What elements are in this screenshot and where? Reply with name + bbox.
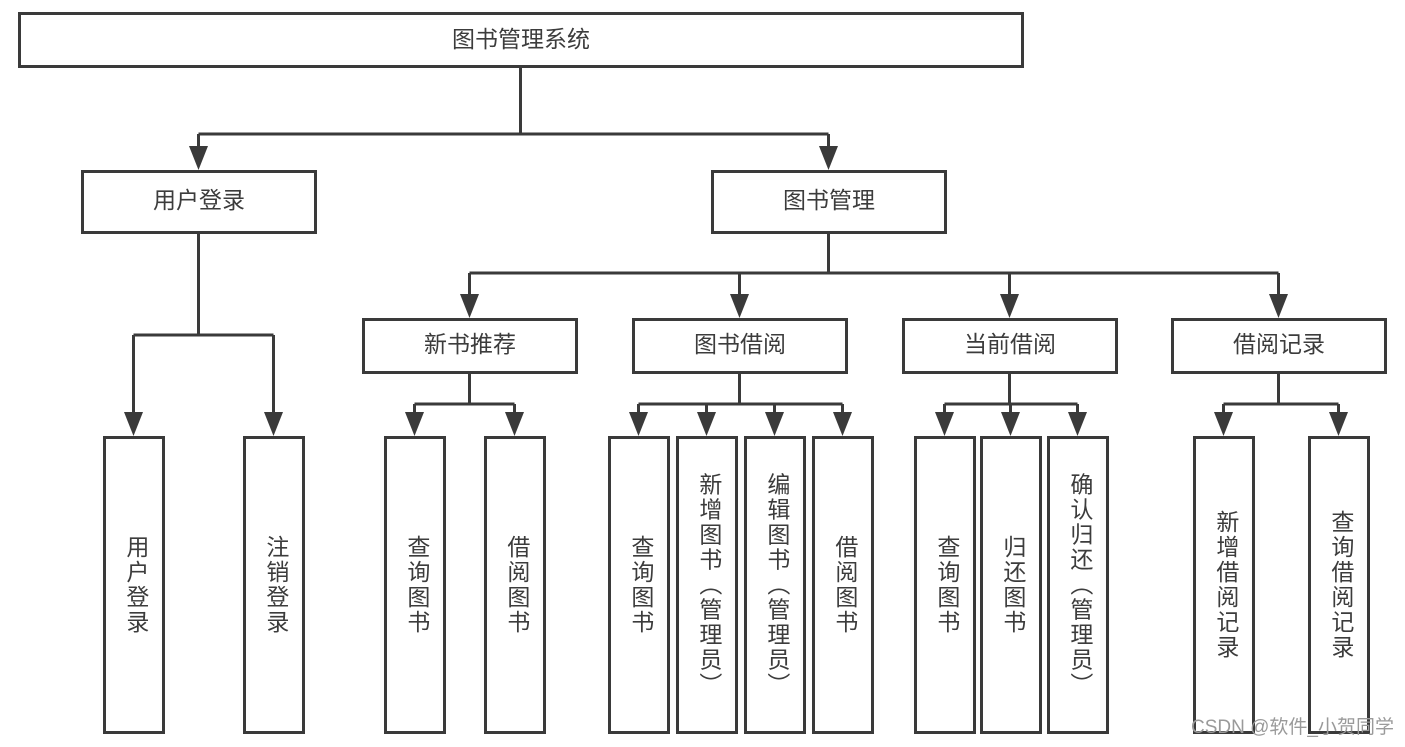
- node-leaf-add-record[interactable]: 新增借阅记录: [1193, 436, 1255, 734]
- arrow-head-book-borrow: [730, 294, 749, 318]
- node-leaf-query-book-3-box[interactable]: [914, 436, 976, 734]
- node-book-borrow[interactable]: 图书借阅: [632, 318, 848, 374]
- node-book-borrow-label: 图书借阅: [694, 331, 786, 357]
- node-book-borrow-box[interactable]: [632, 318, 848, 374]
- node-leaf-edit-book[interactable]: 编辑图书（管理员）: [744, 436, 806, 734]
- node-leaf-user-login-box[interactable]: [103, 436, 165, 734]
- node-leaf-query-book-3[interactable]: 查询图书: [914, 436, 976, 734]
- node-leaf-query-book-3-label: 查询图书: [934, 535, 961, 635]
- node-leaf-query-book-1-label: 查询图书: [404, 535, 431, 635]
- node-leaf-logout-login-box[interactable]: [243, 436, 305, 734]
- node-current-borrow-label: 当前借阅: [964, 331, 1056, 357]
- node-borrow-record-box[interactable]: [1171, 318, 1387, 374]
- arrow-head-current-borrow: [1000, 294, 1019, 318]
- node-leaf-return-book-label: 归还图书: [1000, 535, 1027, 635]
- arrow-head-leaf-confirm-return: [1068, 412, 1087, 436]
- node-leaf-logout-login[interactable]: 注销登录: [243, 436, 305, 734]
- node-user-login-box[interactable]: [81, 170, 317, 234]
- connectors-layer: [124, 67, 1348, 436]
- node-borrow-record-label: 借阅记录: [1233, 331, 1325, 357]
- arrow-head-leaf-query-book-3: [935, 412, 954, 436]
- node-user-login[interactable]: 用户登录: [81, 170, 317, 234]
- node-book-management-box[interactable]: [711, 170, 947, 234]
- node-leaf-add-record-box[interactable]: [1193, 436, 1255, 734]
- node-root[interactable]: 图书管理系统: [18, 12, 1024, 68]
- node-current-borrow[interactable]: 当前借阅: [902, 318, 1118, 374]
- node-leaf-add-record-label: 新增借阅记录: [1213, 510, 1240, 660]
- arrow-head-leaf-return-book: [1001, 412, 1020, 436]
- arrow-head-leaf-borrow-book-1: [505, 412, 524, 436]
- node-leaf-add-book-label: 新增图书（管理员）: [696, 473, 723, 698]
- arrow-head-borrow-record: [1269, 294, 1288, 318]
- node-leaf-confirm-return-box[interactable]: [1047, 436, 1109, 734]
- arrow-head-leaf-user-login: [124, 412, 143, 436]
- arrow-head-leaf-logout-login: [264, 412, 283, 436]
- arrow-head-leaf-edit-book: [765, 412, 784, 436]
- node-leaf-borrow-book-1-box[interactable]: [484, 436, 546, 734]
- node-leaf-return-book[interactable]: 归还图书: [980, 436, 1042, 734]
- node-leaf-confirm-return-label: 确认归还（管理员）: [1067, 473, 1094, 698]
- node-leaf-user-login[interactable]: 用户登录: [103, 436, 165, 734]
- arrow-head-book-management: [819, 146, 838, 170]
- arrow-head-leaf-query-book-2: [629, 412, 648, 436]
- node-leaf-logout-login-label: 注销登录: [263, 535, 290, 635]
- arrow-head-leaf-query-book-1: [405, 412, 424, 436]
- node-leaf-query-record[interactable]: 查询借阅记录: [1308, 436, 1370, 734]
- node-leaf-borrow-book-1-label: 借阅图书: [504, 535, 531, 635]
- node-book-management[interactable]: 图书管理: [711, 170, 947, 234]
- node-leaf-borrow-book-2[interactable]: 借阅图书: [812, 436, 874, 734]
- watermark-text: CSDN @软件_小贺同学: [1191, 716, 1394, 738]
- node-current-borrow-box[interactable]: [902, 318, 1118, 374]
- node-root-label: 图书管理系统: [452, 26, 590, 52]
- node-new-book-recommend[interactable]: 新书推荐: [362, 318, 578, 374]
- node-root-box[interactable]: [18, 12, 1024, 68]
- node-leaf-query-book-2-box[interactable]: [608, 436, 670, 734]
- node-leaf-query-book-2-label: 查询图书: [628, 535, 655, 635]
- node-leaf-query-book-1[interactable]: 查询图书: [384, 436, 446, 734]
- node-leaf-query-record-label: 查询借阅记录: [1328, 510, 1355, 660]
- node-leaf-query-book-2[interactable]: 查询图书: [608, 436, 670, 734]
- node-user-login-label: 用户登录: [153, 187, 245, 213]
- node-new-book-recommend-box[interactable]: [362, 318, 578, 374]
- node-leaf-edit-book-label: 编辑图书（管理员）: [764, 473, 791, 698]
- node-leaf-borrow-book-2-label: 借阅图书: [832, 535, 859, 635]
- arrow-head-leaf-add-book: [697, 412, 716, 436]
- node-new-book-recommend-label: 新书推荐: [424, 331, 516, 357]
- node-leaf-add-book[interactable]: 新增图书（管理员）: [676, 436, 738, 734]
- node-leaf-borrow-book-1[interactable]: 借阅图书: [484, 436, 546, 734]
- arrow-head-user-login: [189, 146, 208, 170]
- arrow-head-leaf-add-record: [1214, 412, 1233, 436]
- node-leaf-edit-book-box[interactable]: [744, 436, 806, 734]
- arrow-head-leaf-borrow-book-2: [833, 412, 852, 436]
- node-leaf-return-book-box[interactable]: [980, 436, 1042, 734]
- node-leaf-confirm-return[interactable]: 确认归还（管理员）: [1047, 436, 1109, 734]
- node-leaf-borrow-book-2-box[interactable]: [812, 436, 874, 734]
- node-book-management-label: 图书管理: [783, 187, 875, 213]
- node-leaf-add-book-box[interactable]: [676, 436, 738, 734]
- node-leaf-user-login-label: 用户登录: [123, 535, 150, 635]
- node-borrow-record[interactable]: 借阅记录: [1171, 318, 1387, 374]
- arrow-head-leaf-query-record: [1329, 412, 1348, 436]
- node-leaf-query-book-1-box[interactable]: [384, 436, 446, 734]
- node-leaf-query-record-box[interactable]: [1308, 436, 1370, 734]
- arrow-head-new-book-recommend: [460, 294, 479, 318]
